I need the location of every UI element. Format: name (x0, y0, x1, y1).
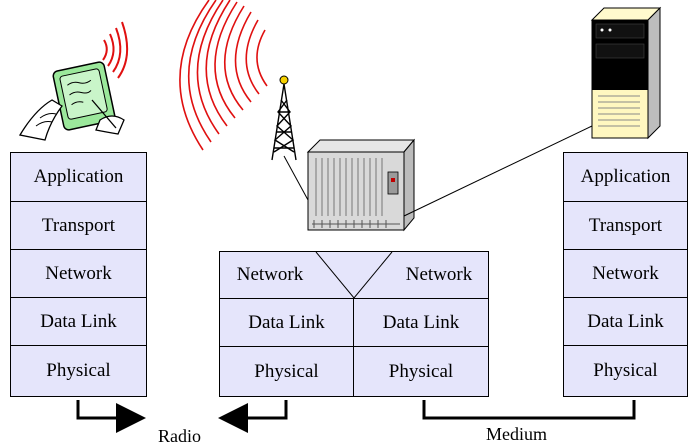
client-layer-transport: Transport (11, 201, 146, 249)
router-protocol-stack: Network Network Data Link Data Link Phys… (219, 251, 489, 397)
server-layer-application: Application (580, 166, 671, 187)
router-right-layer-data-link: Data Link (354, 298, 488, 346)
router-to-server-line (403, 125, 593, 217)
router-left-layer-data-link: Data Link (220, 298, 354, 346)
client-layer-data-link: Data Link (11, 297, 146, 345)
medium-connector (422, 400, 636, 420)
router-right-layer-physical: Physical (354, 346, 488, 396)
router-left-layer-physical: Physical (220, 346, 354, 396)
client-layer-application: Application (33, 166, 124, 187)
client-protocol-stack: Application Transport Network Data Link … (10, 152, 147, 397)
router-left-layer-network: Network (236, 264, 304, 285)
server-layer-network: Network (564, 249, 687, 297)
radio-arrow-right (76, 400, 146, 433)
server-protocol-stack: Application Transport Network Data Link … (563, 152, 688, 397)
router-chassis-icon (306, 138, 416, 232)
server-layer-data-link: Data Link (564, 297, 687, 345)
client-layer-physical: Physical (11, 345, 146, 396)
client-layer-network: Network (11, 249, 146, 297)
server-layer-physical: Physical (564, 345, 687, 396)
radio-arrow-left (218, 400, 288, 433)
radio-link-label: Radio (158, 426, 201, 446)
router-right-layer-network: Network (405, 264, 473, 285)
handheld-device-icon (18, 21, 129, 141)
server-layer-transport: Transport (564, 201, 687, 249)
radio-tower-icon (179, 0, 297, 161)
tower-to-router-line (283, 155, 309, 201)
server-tower-icon (590, 6, 662, 140)
medium-link-label: Medium (486, 424, 547, 444)
